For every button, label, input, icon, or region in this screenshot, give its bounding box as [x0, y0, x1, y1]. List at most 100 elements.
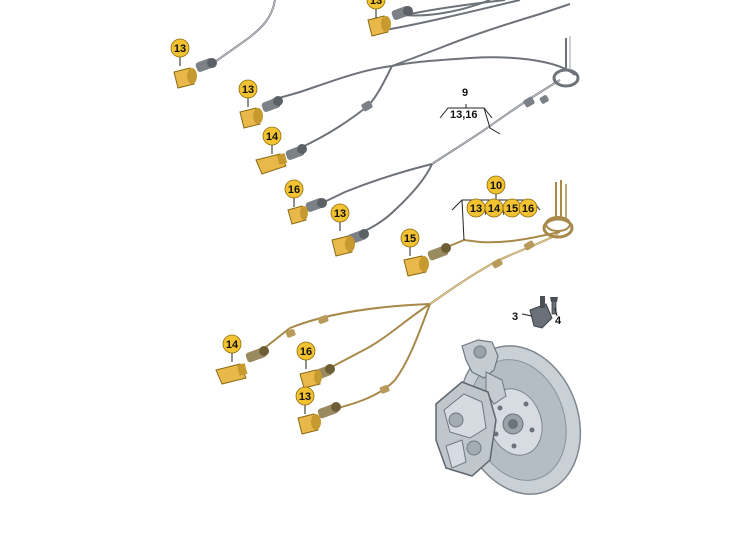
- connector: [391, 6, 413, 20]
- badge-circle: [518, 198, 538, 218]
- badge-number: 13: [299, 391, 311, 403]
- grommet: [379, 385, 390, 394]
- badge-number: 13: [242, 84, 254, 96]
- badge-circle: [330, 203, 350, 223]
- abs-sensor: [521, 296, 553, 329]
- grommet: [361, 100, 373, 112]
- sensor-15: [403, 255, 429, 277]
- callout-badges: 13 13 13 14 16 13 15 10 13 14 15 16 14 16 13: [170, 0, 538, 414]
- badge-circle: [170, 38, 190, 58]
- badge-number: 16: [300, 346, 312, 358]
- badge-circle: [238, 79, 258, 99]
- abs-sensor-bolt: [550, 297, 558, 317]
- callout-badge: 14: [262, 126, 282, 154]
- grommet: [491, 258, 503, 269]
- wire-segment: [409, 0, 506, 15]
- grommet: [285, 329, 296, 338]
- sensor-14: [215, 363, 248, 385]
- sensor-13: [239, 107, 263, 129]
- grommet: [539, 95, 549, 104]
- sensor-13: [173, 67, 197, 89]
- connector: [245, 346, 269, 363]
- sensor-13: [331, 235, 355, 257]
- wire-segment: [391, 56, 576, 76]
- wire-segment: [439, 231, 561, 251]
- grommet: [523, 240, 535, 251]
- connector: [285, 144, 307, 160]
- grommet: [523, 96, 535, 108]
- wire-segment: [391, 3, 571, 67]
- wire-segment: [299, 65, 393, 149]
- callout-badge: 14: [222, 334, 242, 362]
- connector: [261, 96, 283, 112]
- badge-number: 14: [488, 203, 501, 215]
- callout-badge: 16: [296, 341, 316, 369]
- connector: [317, 402, 341, 419]
- part-4-label: 4: [555, 315, 562, 327]
- sensor-16: [287, 205, 308, 225]
- connector: [195, 58, 217, 72]
- sensors-lower: [215, 255, 429, 435]
- callout-badge: 13: [295, 386, 315, 414]
- callout-badge: 13: [330, 203, 350, 231]
- badge-number: 15: [506, 203, 518, 215]
- wheel-stud: [529, 427, 535, 433]
- badge-number: 16: [522, 203, 534, 215]
- steering-knuckle: [461, 339, 499, 379]
- wheel-stud: [511, 443, 517, 449]
- wheel-stud: [523, 401, 529, 407]
- callout-badge: 13: [366, 0, 386, 18]
- grommet: [317, 315, 329, 324]
- badge-circle: [400, 228, 420, 248]
- wire-segment: [384, 0, 521, 31]
- badge-circle: [262, 126, 282, 146]
- part-3-label: 3: [512, 311, 518, 323]
- badge-number: 16: [288, 184, 300, 196]
- badge-number: 14: [266, 131, 279, 143]
- wheel-stud: [497, 405, 503, 411]
- callout-badge: 13: [238, 79, 258, 107]
- badge-circle: [366, 0, 386, 10]
- badge-number: 13: [470, 203, 482, 215]
- connector: [305, 198, 327, 212]
- wire-segment: [329, 303, 431, 411]
- badge-circle: [222, 334, 242, 354]
- callout-badge: 13: [170, 38, 190, 66]
- ring-terminal: [542, 217, 574, 239]
- badge-circle: [296, 341, 316, 361]
- brake-assembly: [435, 339, 582, 495]
- callout-badge: 16: [284, 179, 304, 207]
- sensor-13: [297, 413, 321, 435]
- badge-number: 14: [226, 339, 239, 351]
- badge-number: 13: [174, 43, 186, 55]
- lower-harness: [261, 180, 574, 411]
- callout-badge: 15: [502, 198, 522, 218]
- callout-badge: 10: [486, 175, 506, 195]
- wire-segment: [325, 303, 431, 371]
- badge-circle: [486, 175, 506, 195]
- badge-number: 13: [370, 0, 382, 7]
- callout-badge: 13: [466, 198, 486, 218]
- wire-segment: [271, 65, 393, 101]
- badge-circle: [295, 386, 315, 406]
- ring-terminal: [552, 68, 580, 88]
- gray-connectors: [195, 6, 413, 244]
- badge-number: 10: [490, 180, 502, 192]
- sensor-13: [367, 15, 391, 37]
- group-9-parts: 13,16: [450, 109, 478, 121]
- group-9-number: 9: [462, 87, 468, 99]
- callout-badge: 14: [484, 198, 504, 218]
- callout-badge: 15: [400, 228, 420, 256]
- badge-circle: [284, 179, 304, 199]
- upper-harness: [211, 0, 580, 235]
- wire-segment: [357, 163, 433, 235]
- badge-number: 13: [334, 208, 346, 220]
- wire-segment: [319, 163, 433, 205]
- sensors-upper: [173, 15, 391, 257]
- callout-badge: 16: [518, 198, 538, 218]
- sensor-16: [299, 369, 322, 389]
- wire-segment: [261, 303, 431, 351]
- wire-segment: [211, 0, 276, 65]
